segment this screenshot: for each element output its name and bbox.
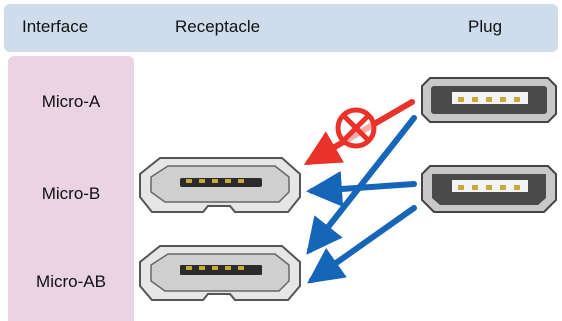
row-label-micro-b: Micro-B: [41, 184, 101, 203]
interface-column: [8, 56, 134, 321]
row-label-micro-a: Micro-A: [41, 92, 101, 111]
row-label-micro-ab: Micro-AB: [36, 272, 106, 291]
allowed-arrow-a-to-ab: [306, 115, 417, 255]
header-plug: Plug: [468, 17, 503, 36]
header-receptacle: Receptacle: [175, 17, 261, 36]
micro-b-receptacle: [139, 157, 301, 213]
allowed-arrow-b-to-ab: [307, 205, 417, 284]
header-interface: Interface: [22, 17, 89, 36]
micro-a-plug: [421, 77, 557, 123]
prohibited-icon: [335, 107, 377, 149]
allowed-arrow-b-to-b: [306, 170, 417, 207]
table-header: [4, 4, 558, 52]
micro-b-plug: [421, 165, 557, 213]
micro-ab-receptacle: [139, 245, 301, 301]
